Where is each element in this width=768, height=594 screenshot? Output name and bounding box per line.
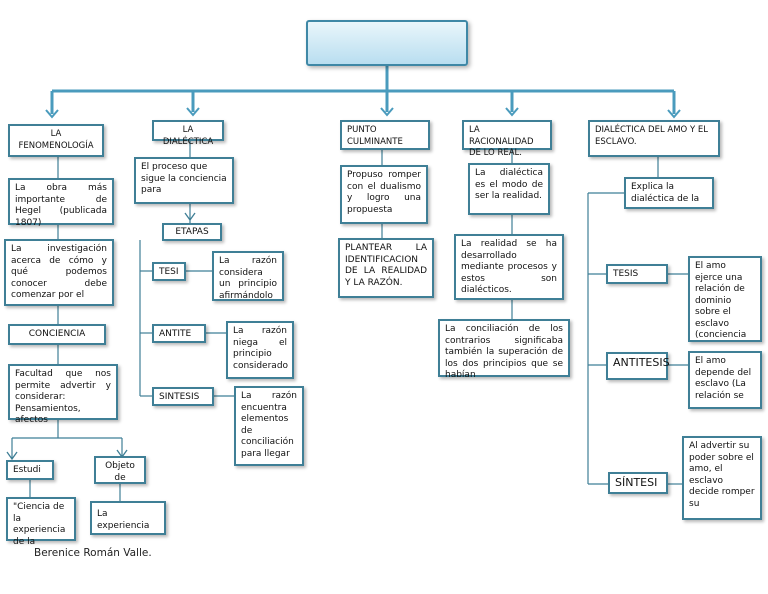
fenomenologia-ciencia: "Ciencia de la experiencia de la [6,497,76,547]
fenomenologia-experiencia: La experiencia [90,501,166,535]
racionalidad-dialectica: La dialéctica es el modo de ser la reali… [468,163,550,215]
fenomenologia-investigacion: La investigación acerca de cómo y qué po… [4,239,114,306]
racionalidad-conciliacion: La conciliación de los contrarios signif… [438,319,570,380]
branch-dialectica-title: LA DIALÉCTICA [152,120,224,147]
fenomenologia-obra: La obra más importante de Hegel (publica… [8,178,114,228]
amo-antitesis: ANTITESIS [606,352,670,380]
dialectica-sintesis-desc: La razón encuentra elementos de concilia… [234,386,304,466]
amo-explica: Explica la dialéctica de la [624,177,714,209]
racionalidad-realidad: La realidad se ha desarrollado mediante … [454,234,564,300]
punto-propuso: Propuso romper con el dualismo y logro u… [340,165,428,224]
branch-racionalidad-title: LA RACIONALIDAD DE LO REAL. [462,120,552,158]
branch-punto-title: PUNTO CULMINANTE [340,120,430,150]
dialectica-tesis: TESI [152,262,186,281]
branch-fenomenologia-title: LA FENOMENOLOGÍA [8,124,104,157]
amo-antitesis-desc: El amo depende del esclavo (La relación … [688,351,762,409]
fenomenologia-estudio: Estudi [6,460,54,480]
fenomenologia-facultad: Facultad que nos permite advertir y cons… [8,364,118,425]
amo-tesis-desc: El amo ejerce una relación de dominio so… [688,256,762,342]
author-credit: Berenice Román Valle. [34,547,152,559]
amo-sintesis-desc: Al advertir su poder sobre el amo, el es… [682,436,762,520]
fenomenologia-objeto: Objeto de [94,456,146,484]
dialectica-sintesis: SINTESIS [152,387,214,406]
dialectica-etapas: ETAPAS [162,223,222,241]
fenomenologia-conciencia: CONCIENCIA [8,324,106,345]
dialectica-antitesis-desc: La razón niega el principio considerado [226,321,294,379]
dialectica-antitesis: ANTITE [152,324,206,343]
branch-amo-title: DIALÉCTICA DEL AMO Y EL ESCLAVO. [588,120,720,157]
dialectica-tesis-desc: La razón considera un principio afirmánd… [212,251,284,301]
amo-sintesis: SÍNTESI [608,472,668,494]
punto-plantear: PLANTEAR LA IDENTIFICACION DE LA REALIDA… [338,238,434,298]
dialectica-proceso: El proceso que sigue la conciencia para [134,157,234,204]
root-node [306,20,468,66]
amo-tesis: TESIS [606,264,668,284]
